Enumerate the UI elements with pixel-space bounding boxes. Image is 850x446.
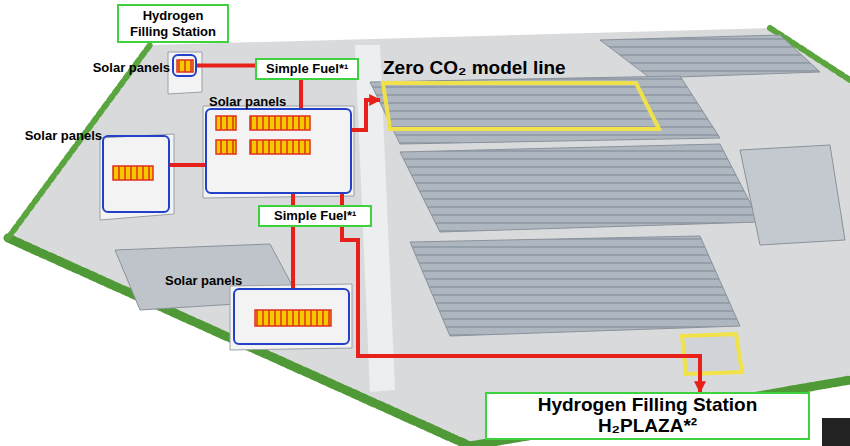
box-label: Simple Fuel*¹ [266, 61, 348, 77]
solar-panel-icon [250, 116, 310, 130]
fuel-label-box: Simple Fuel*¹ [255, 58, 359, 80]
box-label: Hydrogen Filling Station [123, 8, 223, 39]
solar-panel-group: Solar panels [233, 288, 350, 345]
solar-panel-icon [113, 166, 153, 180]
solar-panel-icon [216, 140, 236, 154]
box-label: Simple Fuel*¹ [274, 208, 356, 224]
building [230, 284, 352, 350]
solar-panel-icon [255, 310, 331, 326]
fuel-label-box: Simple Fuel*¹ [258, 205, 372, 227]
solar-panel-group: Solar panels [102, 135, 170, 213]
zone-outline [383, 83, 659, 129]
power-line [352, 100, 380, 130]
zone-outline [380, 80, 662, 132]
group-label: Solar panels [209, 94, 286, 109]
building [168, 52, 202, 94]
tree-line [470, 380, 850, 446]
station-label-box: Hydrogen Filling Station [117, 4, 229, 43]
solar-panel-group: Solar panels [172, 54, 197, 77]
factory-roof [400, 144, 760, 232]
factory-building [740, 145, 845, 245]
power-line [342, 194, 700, 392]
power-line [170, 163, 205, 167]
tree-line [8, 238, 470, 446]
group-label: Solar panels [165, 273, 242, 288]
building [203, 106, 354, 198]
factory-roof [370, 76, 720, 144]
group-label: Solar panels [93, 60, 170, 75]
solar-panel-group: Solar panels [205, 108, 352, 194]
photo-corner [822, 418, 850, 446]
building [100, 134, 174, 220]
solar-panel-icon [250, 140, 310, 154]
station-label-box: Hydrogen Filling Station H₂PLAZA*² [485, 392, 810, 440]
solar-panel-icon [216, 116, 236, 130]
factory-roof [410, 236, 740, 336]
box-label: Hydrogen Filling Station H₂PLAZA*² [491, 395, 804, 437]
factory-roof [600, 35, 820, 78]
zone-heading: Zero CO₂ model line [383, 57, 566, 79]
solar-panel-icon [177, 60, 193, 72]
group-label: Solar panels [25, 128, 102, 143]
site-ground [8, 28, 850, 446]
model-line-zone: Zero CO₂ model line [380, 80, 662, 132]
